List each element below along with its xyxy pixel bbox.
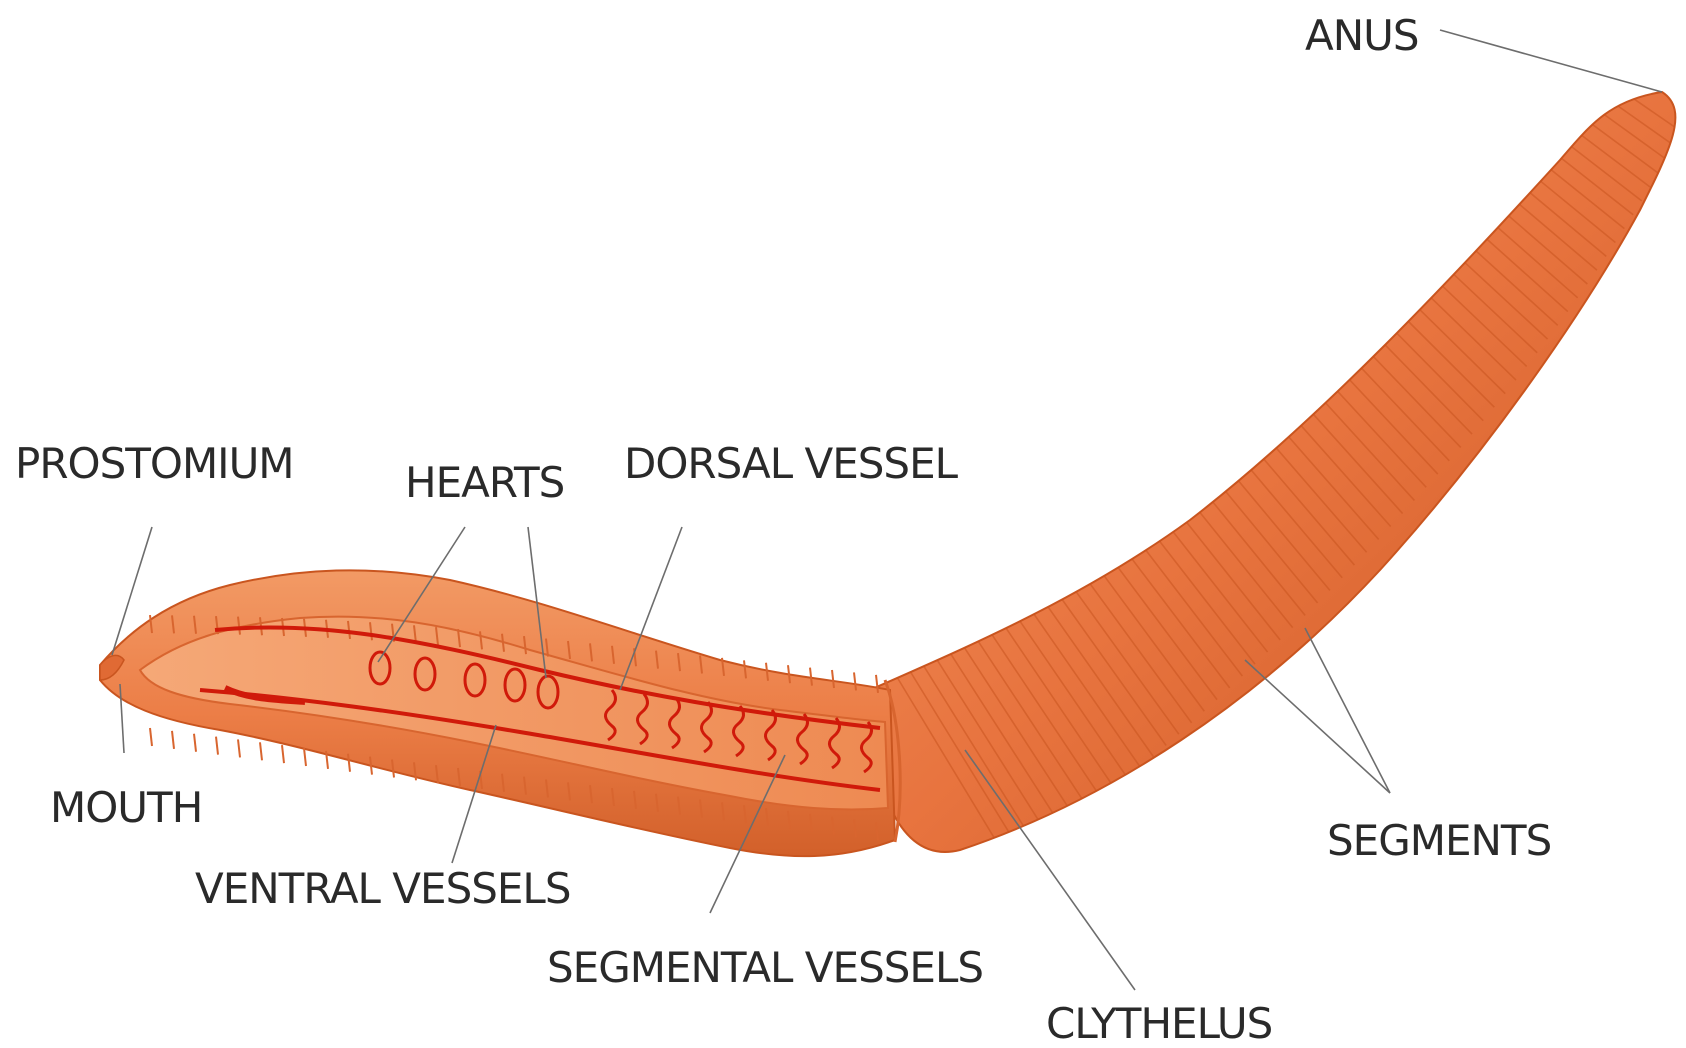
label-segments: SEGMENTS bbox=[1327, 820, 1551, 862]
worm-posterior-body bbox=[870, 88, 1681, 870]
label-prostomium: PROSTOMIUM bbox=[15, 443, 294, 485]
wall-tick bbox=[216, 737, 218, 755]
wall-tick bbox=[150, 728, 152, 746]
label-ventral-vessels: VENTRAL VESSELS bbox=[195, 868, 571, 910]
label-hearts: HEARTS bbox=[405, 462, 564, 504]
worm-anterior-body bbox=[100, 570, 900, 856]
wall-tick bbox=[282, 745, 284, 763]
label-anus: ANUS bbox=[1305, 15, 1419, 57]
wall-tick bbox=[172, 731, 174, 749]
label-dorsal-vessel: DORSAL VESSEL bbox=[624, 443, 957, 485]
wall-tick bbox=[260, 742, 262, 760]
label-clythelus: CLYTHELUS bbox=[1046, 1003, 1272, 1045]
wall-tick bbox=[304, 748, 306, 766]
wall-tick bbox=[238, 739, 240, 757]
label-mouth: MOUTH bbox=[50, 787, 202, 829]
wall-tick bbox=[194, 734, 196, 752]
label-segmental-vessels: SEGMENTAL VESSELS bbox=[547, 947, 983, 989]
